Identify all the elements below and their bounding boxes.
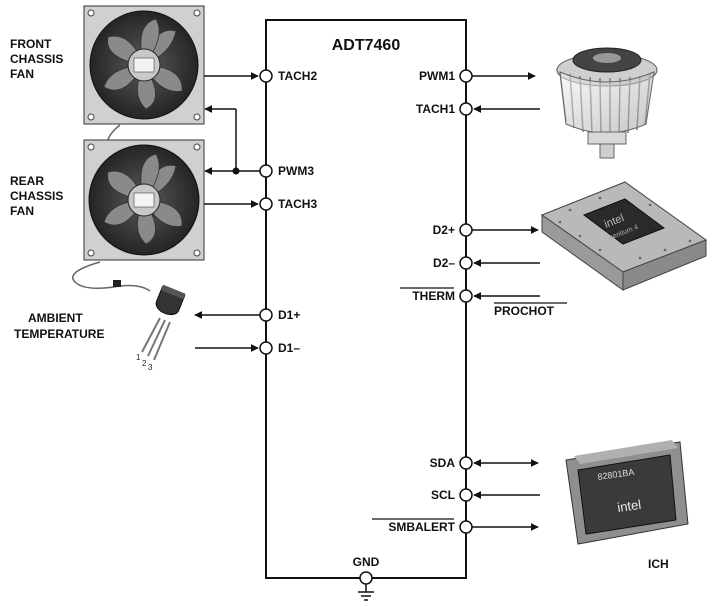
svg-text:TACH1: TACH1	[416, 102, 455, 116]
ich-label: ICH	[648, 557, 669, 571]
pin-smbalert: SMBALERT	[372, 518, 539, 534]
pin-gnd-marker	[359, 571, 373, 585]
ground-icon	[358, 584, 374, 601]
heatsink-icon	[556, 47, 658, 159]
fan-icon	[83, 5, 205, 175]
svg-text:PWM3: PWM3	[278, 164, 314, 178]
ich-chip-icon: 82801BA intel	[565, 440, 689, 545]
rear-fan-label-3: FAN	[10, 204, 34, 218]
thermal-sensor-icon: 1 2 3	[136, 284, 186, 372]
ich-marking-brand: intel	[616, 497, 642, 515]
rear-fan-label-2: CHASSIS	[10, 189, 63, 203]
front-fan-label-1: FRONT	[10, 37, 52, 51]
pin-pwm1: PWM1	[419, 69, 536, 83]
svg-text:SCL: SCL	[431, 488, 455, 502]
prochot-label: PROCHOT	[494, 302, 567, 318]
pin-therm: THERM	[400, 287, 540, 303]
transistor-pin-1: 1	[136, 353, 141, 362]
front-fan-label-3: FAN	[10, 67, 34, 81]
svg-text:SMBALERT: SMBALERT	[388, 520, 455, 534]
pin-d1-plus: D1+	[194, 308, 300, 322]
svg-text:PROCHOT: PROCHOT	[494, 304, 555, 318]
pin-tach2: TACH2	[198, 69, 317, 83]
transistor-pin-3: 3	[148, 363, 153, 372]
ambient-label-1: AMBIENT	[28, 311, 83, 325]
gnd-label: GND	[353, 555, 380, 569]
rear-fan-label-1: REAR	[10, 174, 44, 188]
pin-scl: SCL	[431, 488, 540, 502]
svg-text:D2–: D2–	[433, 256, 455, 270]
svg-text:TACH2: TACH2	[278, 69, 317, 83]
front-fan-label-2: CHASSIS	[10, 52, 63, 66]
svg-text:D1–: D1–	[278, 341, 300, 355]
cpu-icon: intel pentium 4	[540, 181, 708, 291]
fan-icon	[72, 139, 205, 292]
pin-tach1: TACH1	[416, 102, 540, 116]
pin-sda: SDA	[430, 456, 539, 470]
svg-text:D1+: D1+	[278, 308, 300, 322]
pin-pwm3: PWM3	[204, 164, 314, 178]
svg-text:TACH3: TACH3	[278, 197, 317, 211]
svg-text:SDA: SDA	[430, 456, 456, 470]
ambient-label-2: TEMPERATURE	[14, 327, 104, 341]
pwm3-branch	[204, 105, 237, 171]
chip-name: ADT7460	[332, 37, 401, 54]
transistor-pin-2: 2	[142, 359, 147, 368]
pin-tach3: TACH3	[198, 197, 317, 211]
junction-dot	[232, 167, 240, 175]
svg-text:PWM1: PWM1	[419, 69, 455, 83]
pin-d2-plus: D2+	[433, 223, 539, 237]
pin-d2-minus: D2–	[433, 256, 540, 270]
pin-d1-minus: D1–	[195, 341, 300, 355]
svg-text:THERM: THERM	[412, 289, 455, 303]
svg-text:D2+: D2+	[433, 223, 455, 237]
